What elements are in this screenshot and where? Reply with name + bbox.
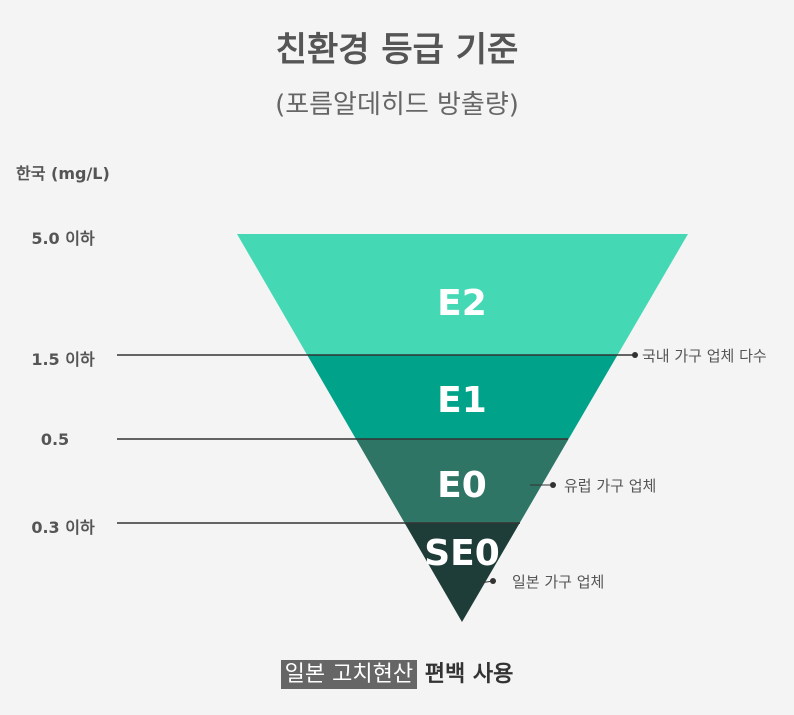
- level-label: 0.3 이하: [31, 518, 95, 537]
- grade-label: E0: [437, 465, 487, 506]
- page-title: 친환경 등급 기준: [275, 30, 519, 70]
- grade-label: SE0: [424, 533, 500, 574]
- grade-e0-band: [355, 439, 569, 523]
- annotation-text: 국내 가구 업체 다수: [642, 347, 767, 365]
- grade-label: E1: [437, 380, 487, 421]
- grade-se0-band: [404, 523, 520, 622]
- annotation-text: 일본 가구 업체: [512, 573, 604, 591]
- level-label: 5.0 이하: [31, 229, 95, 248]
- page-subtitle: (포름알데히드 방출량): [275, 90, 519, 120]
- footer-rest: 편백 사용: [424, 662, 514, 687]
- level-label: 0.5: [40, 430, 70, 449]
- footer-highlight: 일본 고치현산: [280, 660, 418, 689]
- footer-caption: 일본 고치현산 편백 사용: [0, 656, 794, 689]
- grade-label: E2: [437, 283, 487, 324]
- annotation-dot: [632, 352, 638, 358]
- annotation-dot: [490, 578, 496, 584]
- grade-e1-band: [307, 355, 618, 439]
- annotation-dot: [550, 482, 556, 488]
- axis-label: 한국 (mg/L): [16, 164, 110, 183]
- annotation-text: 유럽 가구 업체: [564, 477, 656, 495]
- grade-e2-band: [237, 234, 688, 355]
- level-label: 1.5 이하: [31, 350, 95, 369]
